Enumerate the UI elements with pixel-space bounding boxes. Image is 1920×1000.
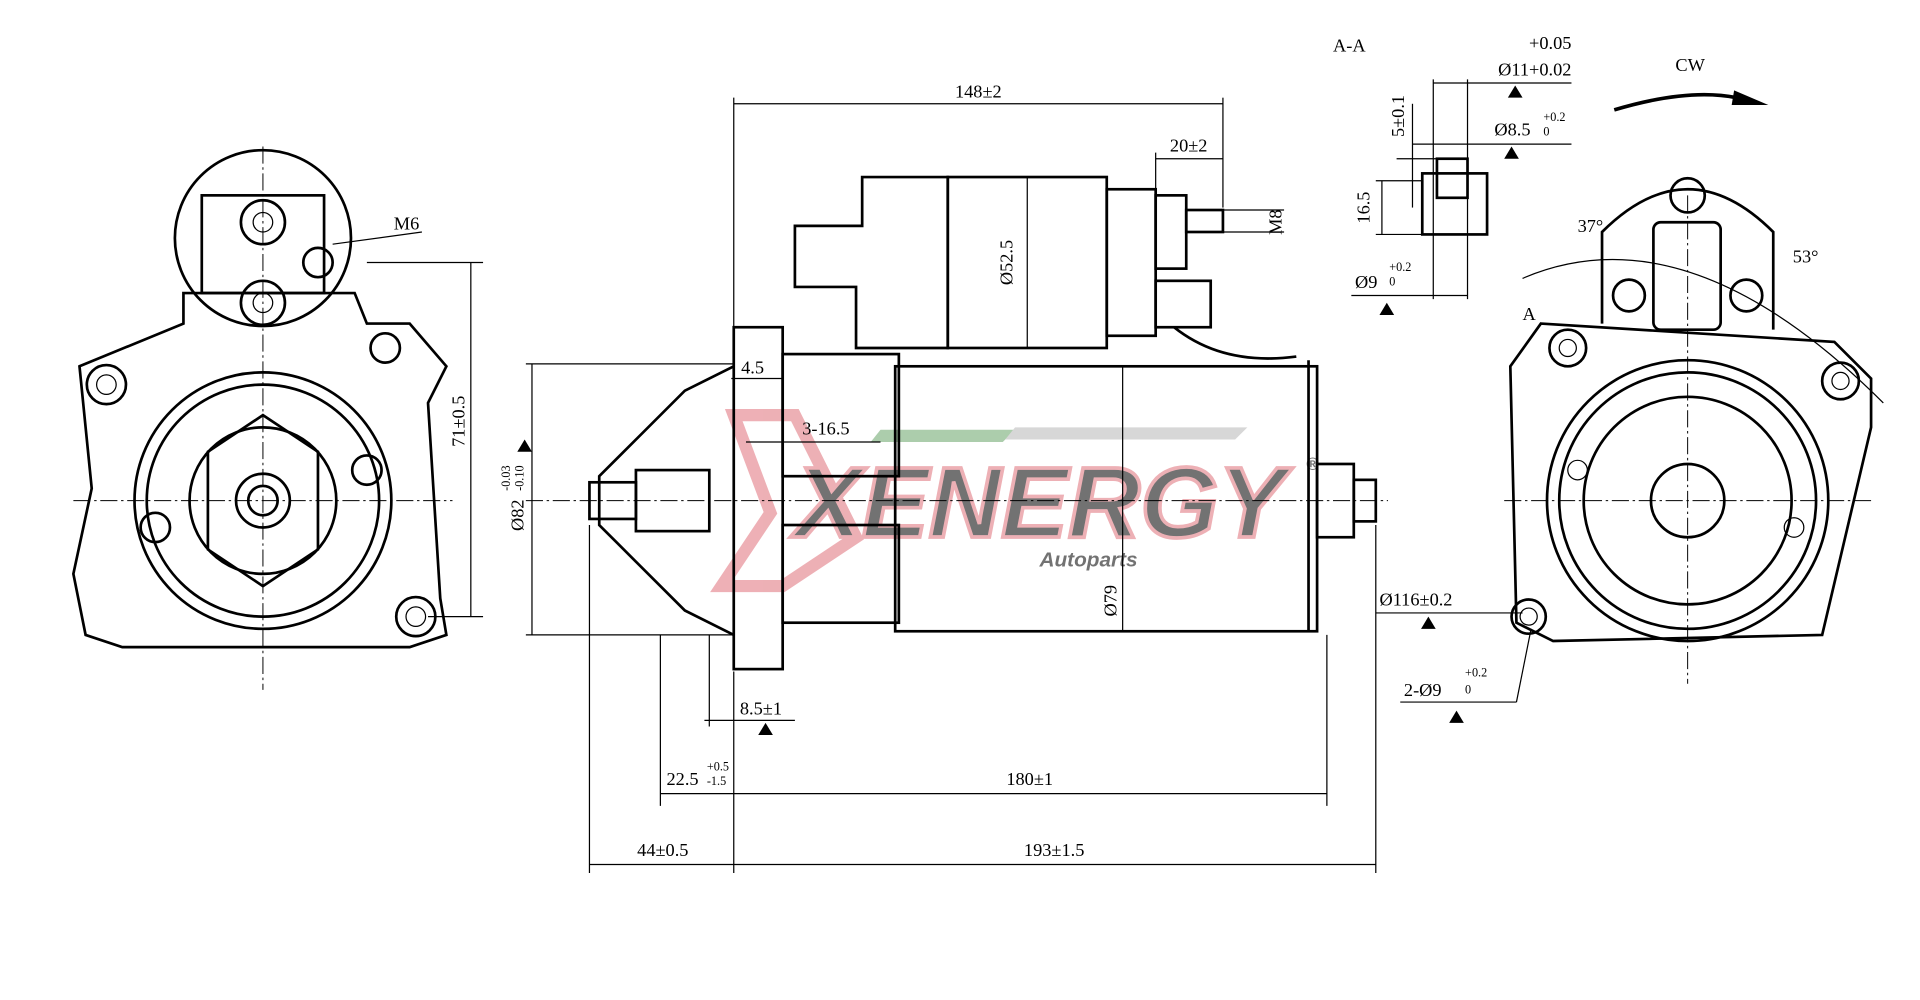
bolt-spacing-dim: 71±0.5 bbox=[449, 396, 469, 447]
terminal-length-dim: 20±2 bbox=[1170, 135, 1208, 155]
solenoid-diameter-dim: Ø52.5 bbox=[997, 240, 1017, 285]
pilot-diameter-dim: Ø82 bbox=[507, 500, 527, 532]
height-dim: 16.5 bbox=[1354, 192, 1374, 224]
depth-dim: 5±0.1 bbox=[1388, 95, 1408, 137]
overall-top-dim: 148±2 bbox=[955, 82, 1002, 102]
pilot-tol-upper: -0.03 bbox=[499, 465, 513, 490]
datum-triangle-icon bbox=[517, 439, 532, 452]
holes-tol-upper: +0.2 bbox=[1465, 665, 1487, 679]
nose-length-dim: 44±0.5 bbox=[637, 840, 688, 860]
watermark-brand: XENERGY bbox=[790, 447, 1294, 559]
pinion-offset-dim: 22.5 bbox=[666, 769, 698, 789]
bore-dim: Ø11+0.02 bbox=[1498, 60, 1571, 80]
hole-dim: Ø9 bbox=[1355, 272, 1377, 292]
offset-dim: 8.5±1 bbox=[740, 698, 782, 718]
body-diameter-dim: Ø79 bbox=[1101, 585, 1121, 617]
body-length-dim: 180±1 bbox=[1006, 769, 1053, 789]
pinion-tol-upper: +0.5 bbox=[707, 759, 729, 773]
section-a-a: A-A +0.05 Ø11+0.02 Ø8.5 +0.2 0 5±0.1 16.… bbox=[1333, 33, 1572, 316]
rear-view: CW 37° 53° A Ø116±0.2 2-Ø9 +0.2 0 bbox=[1375, 55, 1884, 723]
watermark-sub: Autoparts bbox=[1038, 549, 1137, 572]
bolt-circle-dim: Ø116±0.2 bbox=[1379, 590, 1452, 610]
holes-tol-lower: 0 bbox=[1465, 683, 1471, 697]
rotation-arrow-icon bbox=[1613, 92, 1737, 112]
side-view: Ø52.5 148±2 20±2 M8 Ø79 Ø82 -0.03 -0.10 … bbox=[499, 82, 1389, 874]
front-view: M6 71±0.5 bbox=[72, 146, 532, 690]
teeth-spec-dim: 3-16.5 bbox=[802, 419, 849, 439]
pinion-tol-lower: -1.5 bbox=[707, 774, 726, 788]
angle-left-label: 37° bbox=[1578, 216, 1604, 236]
overall-length-dim: 193±1.5 bbox=[1024, 840, 1084, 860]
flange-thickness-dim: 4.5 bbox=[741, 358, 764, 378]
section-marker-a: A bbox=[1523, 304, 1537, 324]
pilot-tol-lower: -0.10 bbox=[512, 465, 526, 490]
rotation-label: CW bbox=[1675, 55, 1705, 75]
bore-tol-upper: +0.05 bbox=[1529, 33, 1571, 53]
section-title: A-A bbox=[1333, 35, 1366, 55]
terminal-thread-dim: M8 bbox=[1266, 210, 1286, 235]
watermark-logo: XENERGY ® Autoparts bbox=[710, 409, 1319, 593]
cb-tol-upper: +0.2 bbox=[1543, 110, 1565, 124]
angle-right-label: 53° bbox=[1793, 247, 1819, 267]
hole-tol-upper: +0.2 bbox=[1389, 260, 1411, 274]
counterbore-dim: Ø8.5 bbox=[1494, 120, 1530, 140]
thread-label-m6: M6 bbox=[394, 214, 419, 234]
hole-tol-lower: 0 bbox=[1389, 275, 1395, 289]
holes-dim: 2-Ø9 bbox=[1404, 680, 1442, 700]
cb-tol-lower: 0 bbox=[1543, 125, 1549, 139]
